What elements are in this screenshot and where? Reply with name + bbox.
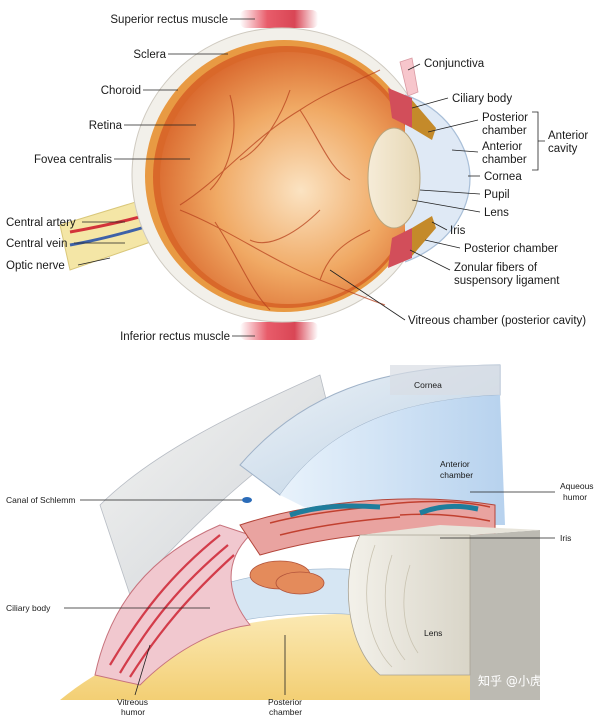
ciliary-body-lower: [388, 228, 412, 268]
label-choroid: Choroid: [101, 85, 141, 97]
vitreous-chamber-shape: [160, 52, 416, 304]
label-vitreous-humor-line1: Vitreous: [117, 697, 148, 707]
label-iris: Iris: [450, 225, 466, 237]
label-anterior-chamber-line1: Anterior: [440, 459, 470, 469]
watermark: 知乎 @小虎纸: [478, 674, 554, 688]
label-cornea: Cornea: [414, 380, 442, 390]
ciliary-body-upper: [388, 88, 412, 128]
label-central-vein: Central vein: [6, 238, 67, 250]
label-vitreous-chamber: Vitreous chamber (posterior cavity): [408, 315, 586, 327]
label-sclera: Sclera: [133, 49, 166, 61]
label-inferior-rectus-muscle: Inferior rectus muscle: [120, 331, 230, 343]
lens-layers: [366, 544, 419, 668]
label-posterior-chamber-line2: chamber: [482, 125, 527, 137]
label-anterior-chamber-line1: Anterior: [482, 141, 522, 153]
ciliary-body-shape: [94, 524, 251, 686]
label-iris: Iris: [560, 533, 571, 543]
label-posterior-chamber: Posterior chamber: [464, 243, 558, 255]
lens-block-top: [360, 525, 540, 535]
label-aqueous-humor-line2: humor: [563, 492, 587, 502]
label-zonular-fibers-line2: suspensory ligament: [454, 275, 560, 287]
lens-shape: [347, 534, 471, 676]
cornea-top-face: [390, 365, 500, 395]
label-zonular-fibers-line1: Zonular fibers of: [454, 262, 538, 274]
label-posterior-chamber-line1: Posterior: [482, 112, 528, 124]
iris-texture: [269, 500, 491, 536]
aqueous-flow-arrow: [289, 503, 381, 518]
label-cornea: Cornea: [484, 171, 522, 183]
label-optic-nerve: Optic nerve: [6, 260, 65, 272]
label-anterior-chamber-line2: chamber: [482, 154, 527, 166]
aqueous-flow-arrow-2: [419, 503, 479, 516]
label-anterior-chamber-line2: chamber: [440, 470, 473, 480]
label-canal-of-schlemm: Canal of Schlemm: [6, 495, 75, 505]
label-anterior-cavity-line2: cavity: [548, 143, 578, 155]
inferior-rectus-muscle: [240, 322, 318, 340]
label-anterior-cavity-line1: Anterior: [548, 130, 588, 142]
iris-upper: [412, 100, 436, 140]
label-pupil: Pupil: [484, 189, 510, 201]
eye-cross-section-diagram: Superior rectus muscle Sclera Choroid Re…: [6, 10, 588, 343]
ciliary-muscle-fibers: [109, 534, 235, 678]
anterior-segment-3d-diagram: Cornea Anterior chamber Aqueous humor Ca…: [6, 364, 594, 717]
label-vitreous-humor-line2: humor: [121, 707, 145, 717]
label-conjunctiva: Conjunctiva: [424, 58, 485, 70]
anterior-chamber-space: [280, 395, 505, 525]
label-central-artery: Central artery: [6, 217, 76, 229]
label-posterior-chamber-line1: Posterior: [268, 697, 302, 707]
label-posterior-chamber-line2: chamber: [269, 707, 302, 717]
label-superior-rectus-muscle: Superior rectus muscle: [110, 14, 228, 26]
label-fovea-centralis: Fovea centralis: [34, 154, 112, 166]
canal-of-schlemm: [242, 497, 252, 503]
cornea-shape: [404, 94, 471, 263]
retinal-vessels: [179, 69, 386, 311]
label-retina: Retina: [89, 120, 123, 132]
label-lens: Lens: [484, 207, 509, 219]
superior-rectus-muscle: [240, 10, 318, 28]
label-aqueous-humor-line1: Aqueous: [560, 481, 594, 491]
label-ciliary-body: Ciliary body: [6, 603, 51, 613]
lens-shape: [367, 127, 421, 229]
label-ciliary-body: Ciliary body: [452, 93, 512, 105]
ciliary-processes: [249, 560, 325, 595]
lens-block-side: [470, 530, 540, 700]
iris-lower: [412, 216, 436, 256]
label-lens: Lens: [424, 628, 442, 638]
